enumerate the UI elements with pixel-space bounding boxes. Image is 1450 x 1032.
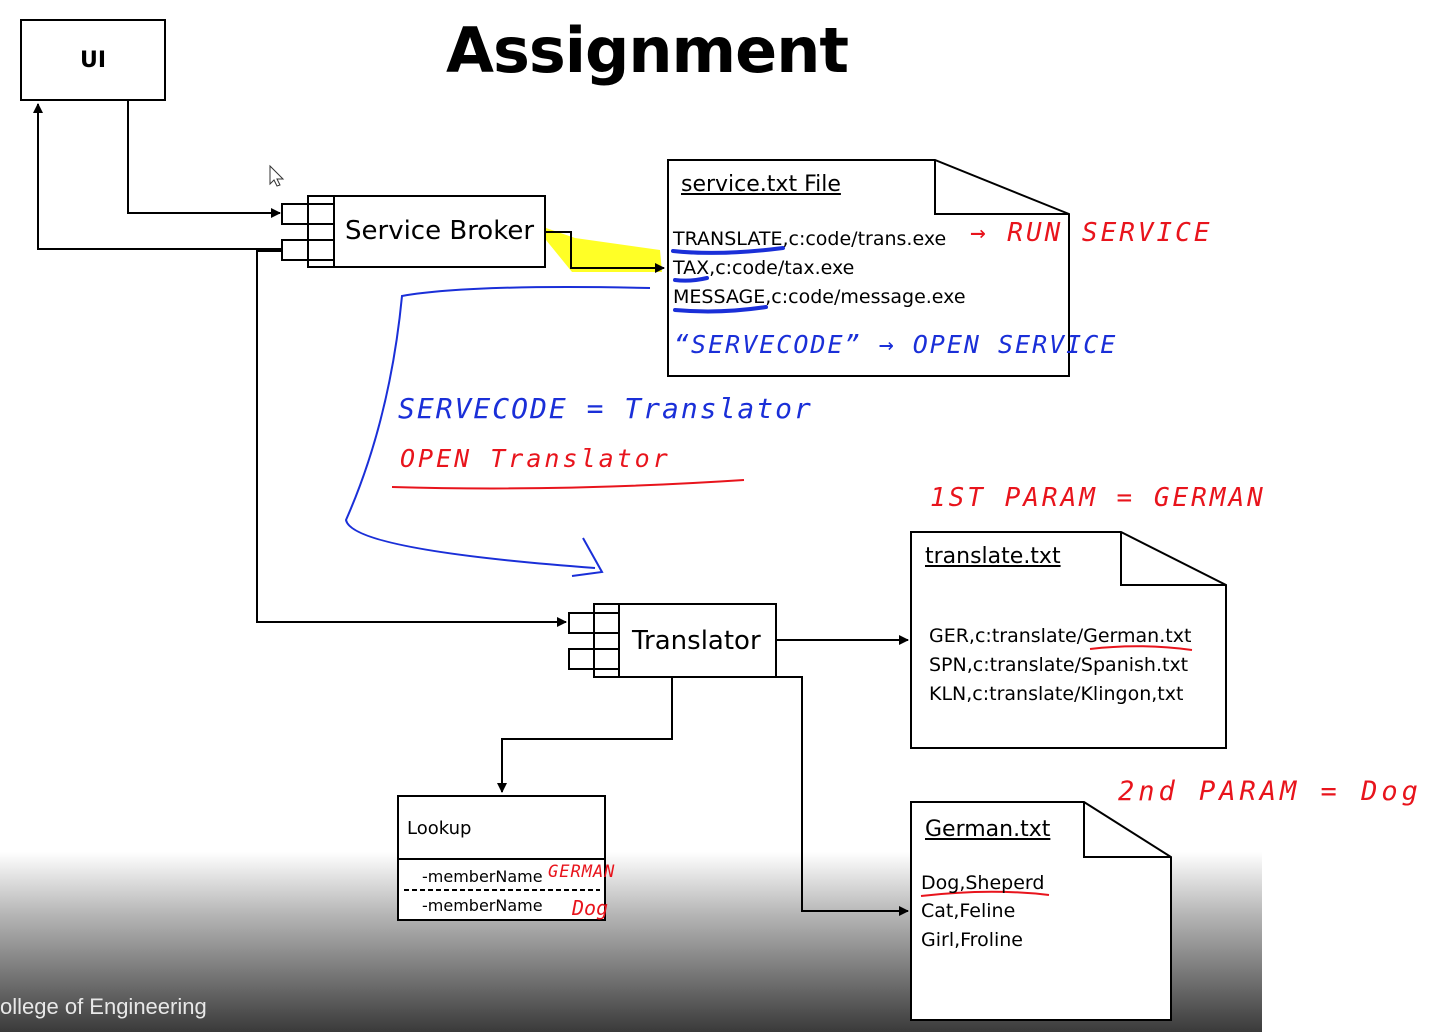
lookup-member-1: -memberName xyxy=(422,867,543,886)
service-key-message: MESSAGE xyxy=(673,286,766,308)
service-broker-label: Service Broker xyxy=(345,216,535,246)
underline-message xyxy=(673,305,768,314)
edge-ui-to-broker xyxy=(127,100,281,218)
service-line-tax: TAX,c:code/tax.exe xyxy=(673,257,854,279)
underline-open-translator xyxy=(391,479,745,490)
cursor-icon xyxy=(269,164,285,187)
annotation-run-service: → RUN SERVICE xyxy=(970,218,1213,248)
annotation-second-param: 2nd PARAM = Dog xyxy=(1118,776,1422,807)
ui-box[interactable] xyxy=(20,19,166,101)
ui-label: UI xyxy=(79,48,107,73)
german-line-girl: Girl,Froline xyxy=(921,929,1023,951)
annotation-open-translator: OPEN Translator xyxy=(400,444,671,473)
annotation-first-param: 1ST PARAM = GERMAN xyxy=(930,483,1266,513)
edge-broker-to-translator xyxy=(256,250,567,627)
service-broker-box[interactable] xyxy=(307,195,546,268)
blue-curve-arrow xyxy=(344,286,651,569)
edge-broker-to-ui xyxy=(33,103,282,250)
translator-box[interactable] xyxy=(593,603,777,678)
service-path-tax: ,c:code/tax.exe xyxy=(709,257,855,279)
service-file-title: service.txt File xyxy=(681,172,841,197)
translate-line-kln: KLN,c:translate/Klingon,txt xyxy=(929,683,1184,705)
footer-right-area xyxy=(1262,852,1450,1032)
translate-file-title: translate.txt xyxy=(925,544,1061,569)
service-key-translate: TRANSLATE xyxy=(673,228,783,250)
german-line-cat: Cat,Feline xyxy=(921,900,1016,922)
annotation-open-service: “SERVECODE” → OPEN SERVICE xyxy=(674,330,1118,359)
page-title: Assignment xyxy=(446,14,849,87)
translate-line-spn: SPN,c:translate/Spanish.txt xyxy=(929,654,1189,676)
annotation-servecode-translator: SERVECODE = Translator xyxy=(398,392,813,425)
german-line-dog: Dog,Sheperd xyxy=(921,872,1045,894)
service-key-tax: TAX xyxy=(673,257,710,279)
footer-text: ollege of Engineering xyxy=(0,994,207,1019)
edge-broker-to-service-file xyxy=(545,231,665,273)
lookup-title: Lookup xyxy=(407,818,472,839)
translator-label: Translator xyxy=(632,626,761,656)
edge-translator-to-lookup xyxy=(497,677,673,793)
service-path-translate: ,c:code/trans.exe xyxy=(782,228,947,250)
connector-highlight xyxy=(546,228,662,272)
annotation-member-german: GERMAN xyxy=(548,862,616,882)
service-line-message: MESSAGE,c:code/message.exe xyxy=(673,286,966,308)
annotation-member-dog: Dog xyxy=(572,896,609,920)
service-line-translate: TRANSLATE,c:code/trans.exe xyxy=(673,228,946,250)
edge-translator-to-german-file xyxy=(776,676,909,916)
lookup-member-2: -memberName xyxy=(422,896,543,915)
service-path-message: ,c:code/message.exe xyxy=(765,286,966,308)
underline-dog-sheperd xyxy=(920,890,1050,897)
underline-translate xyxy=(671,246,785,255)
blue-arrow-head xyxy=(571,537,604,577)
underline-german-txt xyxy=(1089,645,1193,651)
translate-line-ger: GER,c:translate/German.txt xyxy=(929,625,1192,647)
german-file-title: German.txt xyxy=(925,817,1051,842)
underline-tax xyxy=(673,276,709,283)
